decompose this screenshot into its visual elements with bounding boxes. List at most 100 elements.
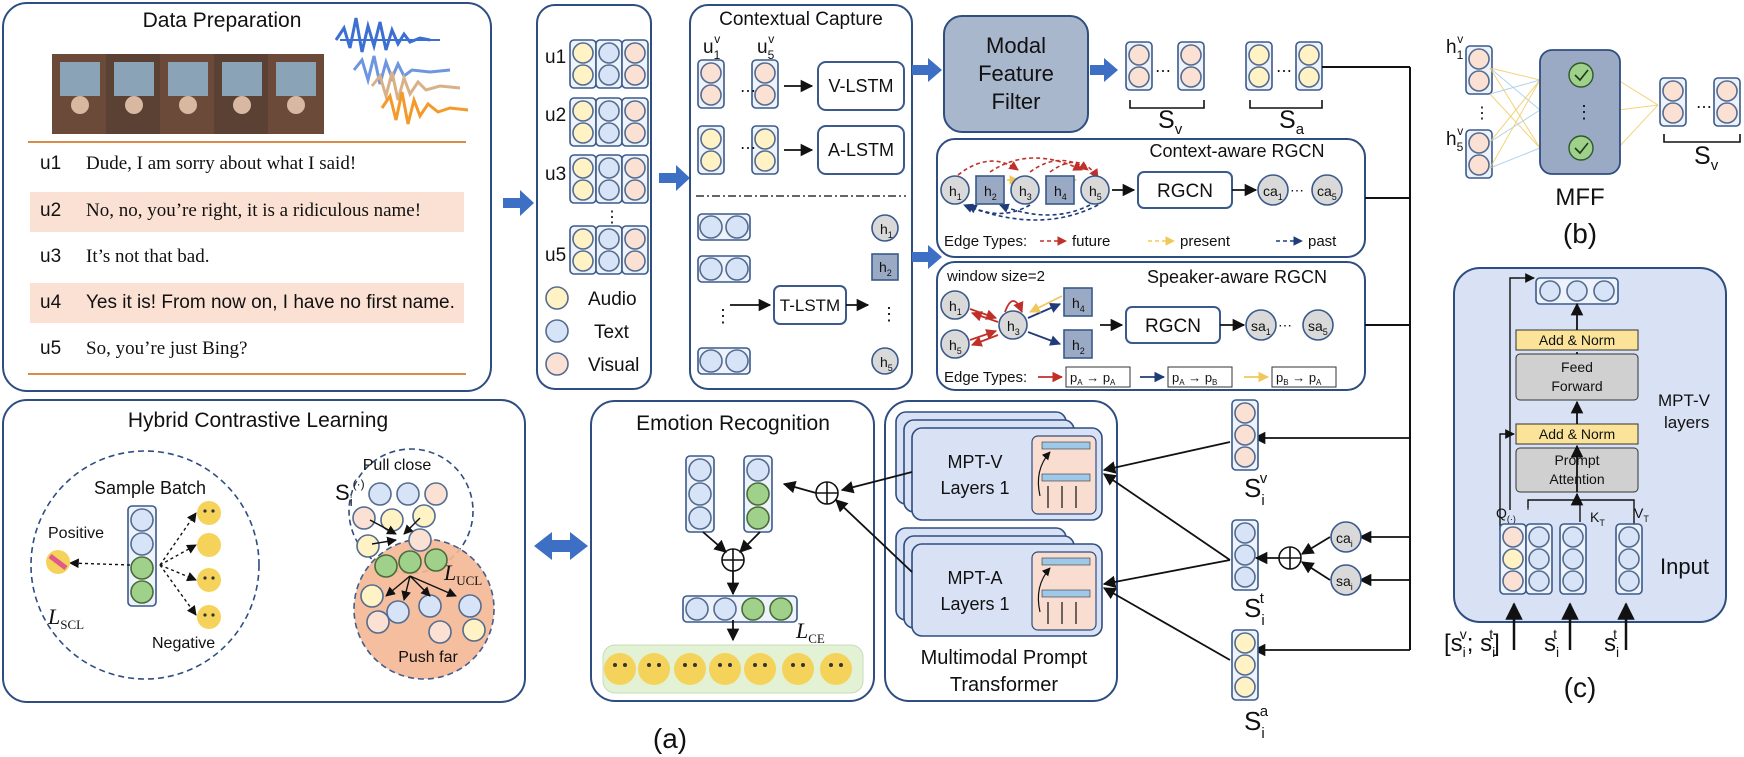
vector-cell (713, 597, 737, 621)
context-node-h1 (940, 175, 970, 205)
emoji-icon (674, 653, 706, 685)
feed-forward-line: Feed (1561, 359, 1593, 375)
mff-line: Modal (986, 33, 1046, 58)
context-aware-rgcn-panel: Context-aware RGCN h1 h2 h3 h4 h5 RGCN c… (936, 138, 1366, 258)
vector-cell (746, 482, 770, 506)
push-arrow (385, 575, 411, 597)
vector-cell (754, 150, 776, 172)
flow-arrow (503, 190, 534, 216)
vector-cell (700, 84, 722, 106)
sa5-label: sa5 (1308, 318, 1328, 337)
positive-label: Positive (48, 525, 104, 542)
h1v-label: h1v (1446, 32, 1464, 62)
vector-cell (688, 482, 712, 506)
emoji-icon (197, 501, 221, 525)
vector-cell (699, 215, 723, 239)
ellipsis: ⋮ (1474, 105, 1490, 122)
speaker-aware-rgcn-panel: window size=2 Speaker-aware RGCN h1 h3 h… (936, 261, 1366, 391)
ellipsis: ⋯ (1155, 63, 1171, 80)
vector-cell (598, 250, 620, 272)
vector-cell (1618, 548, 1640, 570)
u5v-label: u5v (757, 32, 775, 62)
utterance-list: u1 Dude, I am sorry about what I said! u… (40, 153, 455, 359)
emoji-eye (613, 663, 617, 667)
utterance-text: So, you’re just Bing? (86, 338, 248, 359)
vector-cell (1562, 548, 1584, 570)
audio-legend-dot (545, 286, 569, 310)
ca-i-label: cai (1336, 530, 1353, 549)
check-icon (1568, 62, 1594, 88)
input-vectors (1499, 523, 1643, 595)
contextual-capture-title: Contextual Capture (719, 9, 883, 30)
connector-lines (1252, 66, 1411, 657)
push-arrow (409, 575, 431, 597)
v-label: VT (1634, 505, 1649, 524)
emotion-vectors (682, 455, 798, 623)
vector-cell (1618, 570, 1640, 592)
vector-cell (1234, 424, 1256, 446)
input-2-label: sit (1544, 626, 1559, 660)
vector-cell (725, 215, 749, 239)
vector-cell (1298, 44, 1320, 66)
ellipsis: ⋮ (880, 304, 898, 324)
vector-cell (769, 597, 793, 621)
vector-cell (1528, 526, 1550, 548)
emotion-recognition-panel: Emotion Recognition LCE (590, 400, 875, 702)
k-label: KT (1590, 509, 1605, 528)
context-rgcn-title: Context-aware RGCN (1149, 141, 1324, 161)
vector-cell (624, 122, 646, 144)
input-3-label: sit (1604, 626, 1619, 660)
utterance-id: u2 (40, 200, 61, 221)
speaker-node-h3 (998, 310, 1028, 340)
context-node-h4 (1045, 175, 1075, 205)
vector-cell (700, 128, 722, 150)
contextual-capture-panel: Contextual Capture u1v u5v ⋯ ⋯ V-LSTM A-… (689, 4, 913, 390)
ca1-label: ca1 (1263, 183, 1283, 202)
sample-batch-label: Sample Batch (94, 478, 206, 498)
pull-arrow (369, 519, 397, 535)
ca5-node (1311, 174, 1343, 206)
modal-feature-filter: Modal Feature Filter (943, 15, 1089, 133)
sv-label: Sv (1158, 106, 1183, 138)
push-far-label: Push far (398, 649, 458, 666)
visual-legend-label: Visual (588, 355, 639, 376)
vector-cell (1562, 526, 1584, 548)
vector-cell (598, 64, 620, 86)
mpt-a-line: Layers 1 (940, 594, 1009, 614)
vector-frame (127, 505, 157, 607)
vector-cell (754, 62, 776, 84)
vector-cell (1662, 80, 1684, 102)
context-node-h5 (1080, 175, 1110, 205)
h5v-label: h5v (1446, 124, 1464, 154)
speaker-node-h2 (1063, 329, 1093, 359)
sample-dot (424, 548, 448, 572)
context-rgcn-label: RGCN (1157, 181, 1213, 202)
flow-arrow (659, 165, 690, 191)
emoji-eye (728, 663, 732, 667)
vector-cell (700, 150, 722, 172)
edge-type-aa: pA → pA (1070, 370, 1116, 387)
utterance-text: It’s not that bad. (86, 246, 209, 267)
vector-cell (598, 157, 620, 179)
mpt-title-line: Transformer (950, 674, 1059, 696)
utterance-id: u3 (40, 246, 61, 267)
sa-label: Sa (1279, 106, 1305, 138)
siv-label: Siv (1244, 470, 1268, 509)
vector-cell (1566, 280, 1588, 302)
hcl-title: Hybrid Contrastive Learning (128, 409, 388, 432)
sa-i-node (1330, 564, 1362, 596)
vector-cell (1593, 280, 1615, 302)
ucl-loss-label: LUCL (443, 560, 482, 588)
scl-loss-label: LSCL (47, 604, 84, 632)
edge-present-label: present (1180, 233, 1231, 250)
utterance-text: Yes it is! From now on, I have no first … (86, 292, 455, 313)
text-legend-dot (545, 319, 569, 343)
input-streams: Siv Sit Sia cai sai (1102, 399, 1362, 742)
mpt-a-line: MPT-A (947, 568, 1002, 588)
vector-cell (1234, 402, 1256, 424)
sample-dot (386, 600, 410, 624)
emoji-eye (829, 663, 833, 667)
vector-cell (598, 42, 620, 64)
edge-past-label: past (1308, 233, 1337, 250)
vector-cell (1234, 654, 1256, 676)
